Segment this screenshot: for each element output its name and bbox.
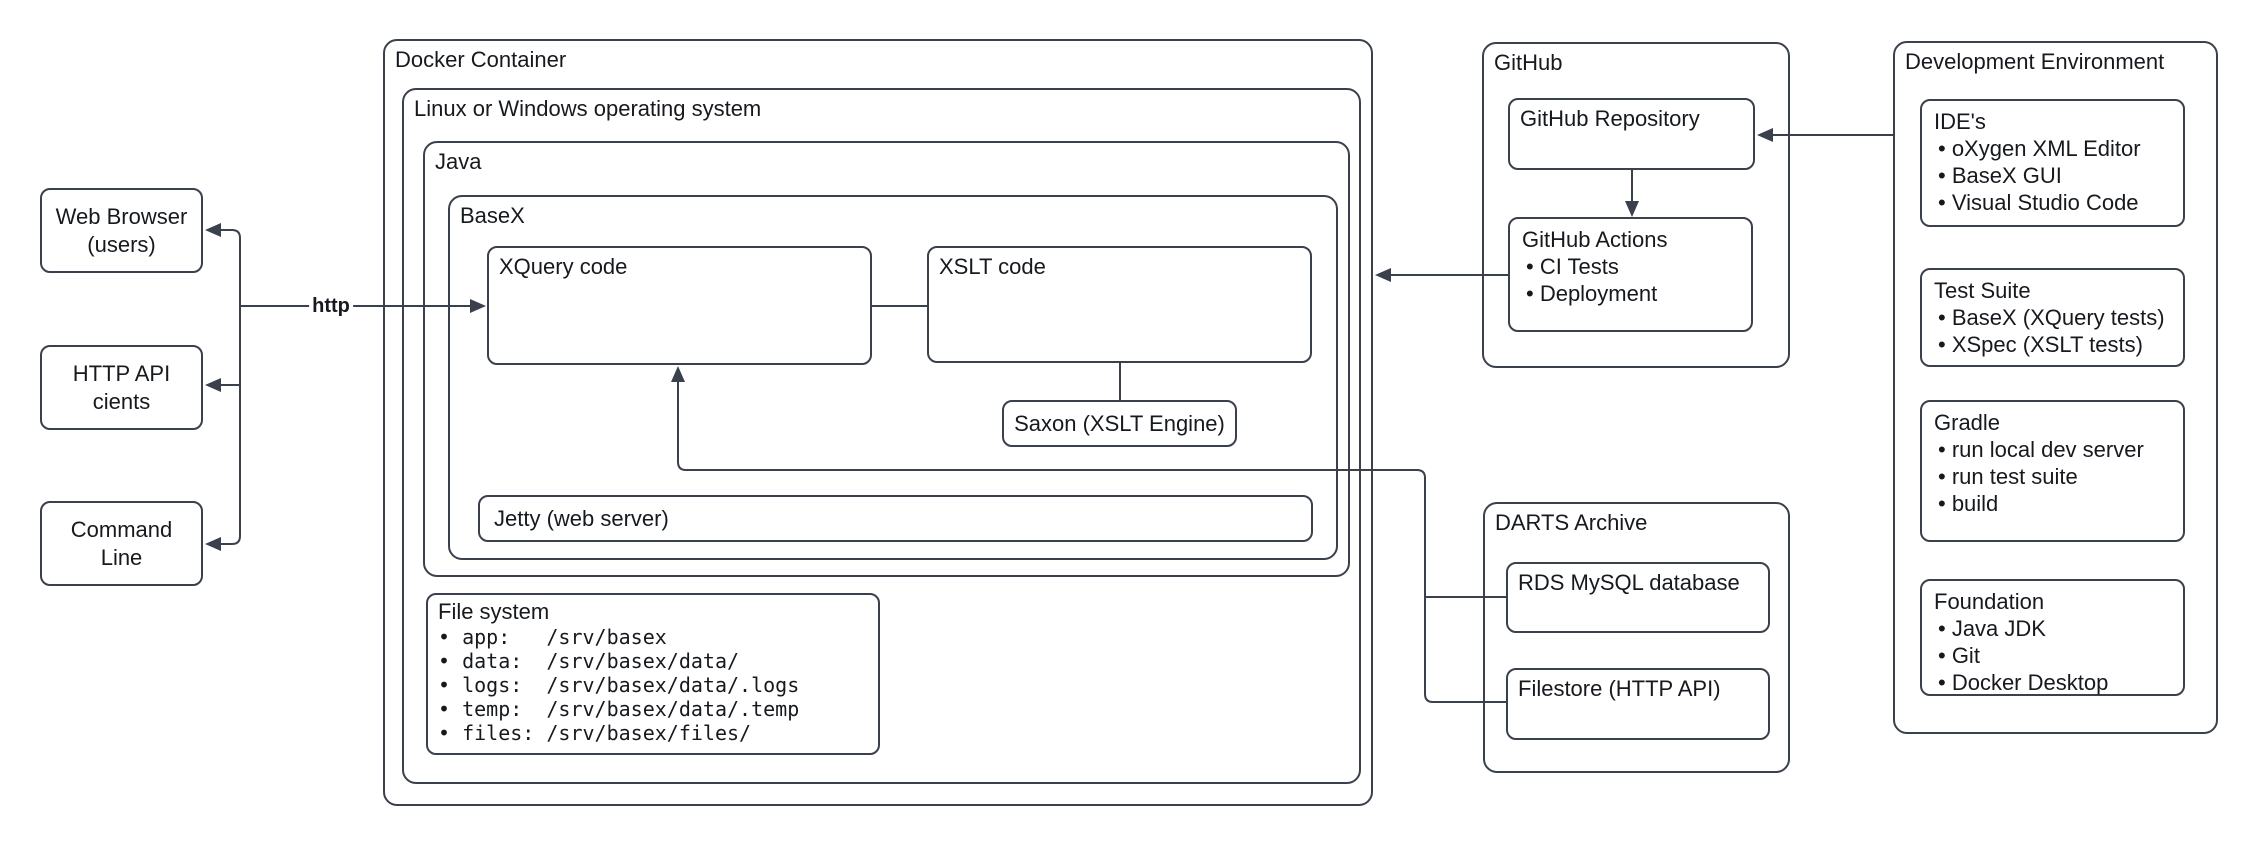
list-item: • Deployment [1526,281,1658,306]
node-label: Gradle [1934,410,2001,435]
node-label: Test Suite [1934,278,2031,303]
list-item: • Docker Desktop [1938,670,2109,695]
node-web-browser: Web Browser (users) [40,188,203,273]
node-test-suite: Test Suite • BaseX (XQuery tests) • XSpe… [1920,268,2185,367]
node-label: Jetty (web server) [494,505,669,531]
list-item: • BaseX (XQuery tests) [1938,305,2165,330]
list-item: • Java JDK [1938,616,2046,641]
node-xslt-code: XSLT code [927,246,1312,363]
list-item: • BaseX GUI [1938,163,2062,188]
list-item: • CI Tests [1526,254,1619,279]
edge-label-http: http [309,295,353,317]
node-foundation: Foundation • Java JDK • Git • Docker Des… [1920,579,2185,696]
node-github-actions: GitHub Actions • CI Tests • Deployment [1508,217,1753,332]
node-label: File system [438,599,550,624]
node-label: HTTP API [72,360,171,386]
node-label: cients [92,388,151,414]
node-label: RDS MySQL database [1518,570,1740,595]
node-label: (users) [87,231,156,257]
list-item: • run test suite [1938,464,2078,489]
node-label: Web Browser [55,203,188,229]
filesystem-path-app: • app: /srv/basex [438,625,667,649]
node-label: GitHub Repository [1520,106,1700,131]
node-label: Command [70,516,173,542]
node-http-api-clients: HTTP API cients [40,345,203,430]
container-title: BaseX [460,203,525,228]
container-title: Docker Container [395,47,567,72]
node-label: XSLT code [939,254,1046,279]
node-github-repository: GitHub Repository [1508,98,1755,170]
node-gradle: Gradle • run local dev server • run test… [1920,400,2185,542]
list-item: • run local dev server [1938,437,2144,462]
node-file-system: File system • app: /srv/basex • data: /s… [426,593,880,755]
filesystem-path-files: • files: /srv/basex/files/ [438,721,752,745]
container-title: Development Environment [1905,49,2165,74]
node-label: XQuery code [499,254,628,279]
node-jetty: Jetty (web server) [478,495,1313,542]
node-xquery-code: XQuery code [487,246,872,365]
container-title: Linux or Windows operating system [414,96,762,121]
filesystem-path-data: • data: /srv/basex/data/ [438,649,740,673]
node-label: IDE's [1934,109,1986,134]
filesystem-path-logs: • logs: /srv/basex/data/.logs [438,673,800,697]
filesystem-path-temp: • temp: /srv/basex/data/.temp [438,697,800,721]
node-command-line: Command Line [40,501,203,586]
node-ides: IDE's • oXygen XML Editor • BaseX GUI • … [1920,99,2185,227]
node-rds-mysql: RDS MySQL database [1506,562,1770,633]
node-label: Filestore (HTTP API) [1518,676,1721,701]
node-filestore: Filestore (HTTP API) [1506,668,1770,740]
list-item: • oXygen XML Editor [1938,136,2141,161]
container-title: Java [435,149,482,174]
container-title: DARTS Archive [1495,510,1648,535]
node-label: Foundation [1934,589,2045,614]
container-title: GitHub [1494,50,1563,75]
list-item: • build [1938,491,1999,516]
node-label: Saxon (XSLT Engine) [1014,410,1225,436]
list-item: • Visual Studio Code [1938,190,2139,215]
list-item: • XSpec (XSLT tests) [1938,332,2143,357]
node-saxon: Saxon (XSLT Engine) [1002,400,1237,447]
node-label: GitHub Actions [1522,227,1668,252]
list-item: • Git [1938,643,1980,668]
node-label: Line [100,544,143,570]
